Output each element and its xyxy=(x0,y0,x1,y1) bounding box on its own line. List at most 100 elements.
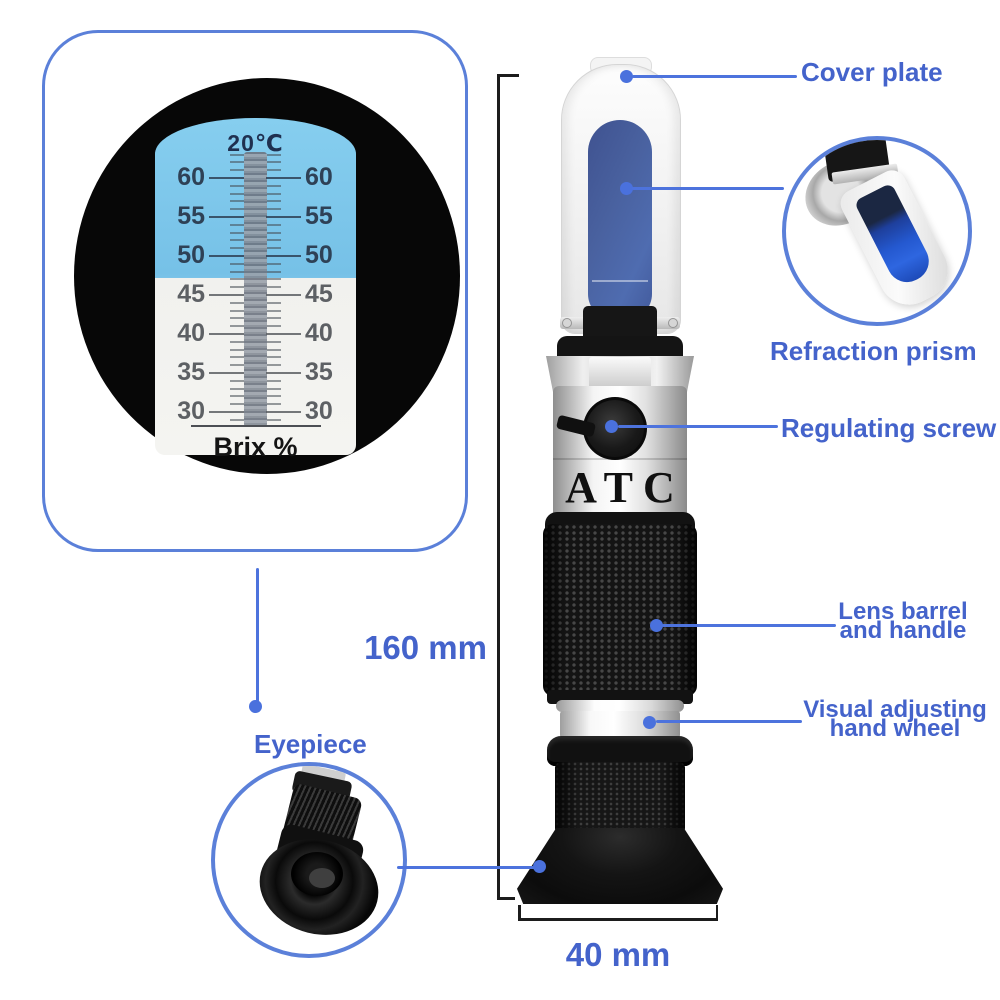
scale-value-left: 45 xyxy=(177,280,205,308)
scale-major-dash-right xyxy=(266,411,301,413)
body-atc-label: ATC xyxy=(565,463,685,512)
scale-minor-tick xyxy=(267,184,281,187)
scale-minor-tick xyxy=(230,169,244,172)
lens-barrel-grip xyxy=(543,524,697,696)
scale-minor-tick xyxy=(230,239,244,242)
scale-major-dash-left xyxy=(209,294,244,296)
eyepiece-callout-dot xyxy=(249,700,262,713)
cover-plate-callout-label: Cover plate xyxy=(801,57,943,87)
scale-ticks-layer: 60 60 55 55 50 50 45 45 40 40 35 35 30 30 xyxy=(155,118,356,455)
prism-inset-plate xyxy=(835,165,959,315)
scale-value-left: 30 xyxy=(177,397,205,425)
scale-minor-tick xyxy=(230,348,244,351)
regulating-screw-callout-line xyxy=(618,425,778,428)
scale-minor-tick xyxy=(230,301,244,304)
scale-baseline xyxy=(191,425,321,427)
width-dimension-label: 40 mm xyxy=(565,936,671,973)
height-dimension-tick-bottom xyxy=(497,897,515,900)
scale-minor-tick xyxy=(267,247,281,250)
scale-minor-tick xyxy=(267,192,281,195)
eyepiece-inset-lens xyxy=(309,868,335,888)
scale-major-dash-right xyxy=(266,177,301,179)
scale-minor-tick xyxy=(267,169,281,172)
scale-value-right: 55 xyxy=(305,202,333,230)
scale-minor-tick xyxy=(230,278,244,281)
scale-value-left: 35 xyxy=(177,358,205,386)
scale-minor-tick xyxy=(230,200,244,203)
scale-value-right: 30 xyxy=(305,397,333,425)
scale-value-right: 45 xyxy=(305,280,333,308)
scale-minor-tick xyxy=(230,309,244,312)
scale-minor-tick xyxy=(267,239,281,242)
eyepiece-callout-hline xyxy=(397,866,540,869)
scale-minor-tick xyxy=(267,161,281,164)
scale-value-left: 50 xyxy=(177,241,205,269)
scale-value-right: 50 xyxy=(305,241,333,269)
scale-minor-tick xyxy=(267,387,281,390)
scale-value-right: 40 xyxy=(305,319,333,347)
scale-minor-tick xyxy=(230,223,244,226)
scale-minor-tick xyxy=(267,270,281,273)
scale-minor-tick xyxy=(230,317,244,320)
regulating-screw-callout-label: Regulating screw xyxy=(781,413,997,443)
scale-major-dash-right xyxy=(266,216,301,218)
refraction-prism-part xyxy=(588,120,652,320)
scale-value-right: 35 xyxy=(305,358,333,386)
eyepiece-rubber-bell xyxy=(517,828,723,904)
cover-plate-callout-line xyxy=(632,75,797,78)
scale-value-left: 40 xyxy=(177,319,205,347)
scale-minor-tick xyxy=(267,153,281,156)
scale-major-dash-left xyxy=(209,216,244,218)
scale-minor-tick xyxy=(267,278,281,281)
scale-minor-tick xyxy=(230,184,244,187)
eyepiece-inset xyxy=(211,762,407,958)
scale-value-left: 60 xyxy=(177,163,205,191)
scale-minor-tick xyxy=(267,418,281,421)
scale-minor-tick xyxy=(267,200,281,203)
scale-unit-label: Brix % xyxy=(213,432,298,462)
scale-minor-tick xyxy=(230,161,244,164)
scale-minor-tick xyxy=(267,286,281,289)
scale-minor-tick xyxy=(230,192,244,195)
height-dimension-tick-top xyxy=(497,74,519,77)
scale-minor-tick xyxy=(230,247,244,250)
scale-minor-tick xyxy=(267,348,281,351)
hinge-block xyxy=(589,357,651,389)
lens-barrel-callout-line xyxy=(662,624,836,627)
scale-minor-tick xyxy=(230,387,244,390)
scale-major-dash-right xyxy=(266,294,301,296)
scale-major-dash-left xyxy=(209,411,244,413)
regulating-screw-callout-dot xyxy=(605,420,618,433)
scale-value-right: 60 xyxy=(305,163,333,191)
hand-wheel-thin-ring xyxy=(556,700,684,712)
scale-minor-tick xyxy=(267,309,281,312)
scale-value-left: 55 xyxy=(177,202,205,230)
eyepiece-callout-label: Eyepiece xyxy=(254,729,367,759)
scale-minor-tick xyxy=(267,379,281,382)
width-dimension-tick-left xyxy=(518,905,521,920)
scale-temperature-label: 20℃ xyxy=(227,130,284,156)
scale-minor-tick xyxy=(267,223,281,226)
scale-minor-tick xyxy=(230,270,244,273)
scale-minor-tick xyxy=(267,325,281,328)
visual-adjusting-hand-wheel-part xyxy=(560,711,680,738)
scale-major-dash-left xyxy=(209,255,244,257)
eyepiece-barrel xyxy=(555,762,685,834)
refraction-prism-callout-dot xyxy=(620,182,633,195)
eyepiece-cap xyxy=(547,736,693,766)
scale-minor-tick xyxy=(230,325,244,328)
hinge-pin-right xyxy=(668,318,678,328)
lens-barrel-callout-dot xyxy=(650,619,663,632)
prism-inset-window xyxy=(853,182,936,289)
scale-minor-tick xyxy=(267,231,281,234)
hand-wheel-label-line1: Visual adjusting xyxy=(803,696,987,723)
scale-major-dash-right xyxy=(266,333,301,335)
hand-wheel-callout-line xyxy=(656,720,802,723)
eyepiece-callout-vline xyxy=(256,568,259,704)
scale-minor-tick xyxy=(230,231,244,234)
scale-minor-tick xyxy=(230,364,244,367)
height-dimension-label: 160 mm xyxy=(364,629,487,666)
scale-major-dash-left xyxy=(209,333,244,335)
scale-major-dash-left xyxy=(209,177,244,179)
